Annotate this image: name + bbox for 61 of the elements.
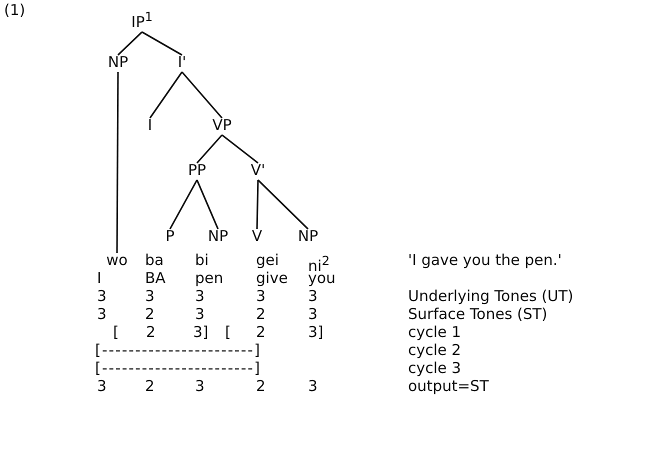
tree-node-label: NP <box>108 54 128 71</box>
tone-number: 3 <box>195 378 205 395</box>
row-label: cycle 2 <box>408 342 462 359</box>
tone-number: 2 <box>146 324 156 341</box>
bracketed-span: [-----------------------] <box>95 360 262 377</box>
tone-number: 2 <box>145 378 155 395</box>
tone-number: 3 <box>97 288 107 305</box>
tone-number: 3 <box>195 288 205 305</box>
tone-bracket: 3] <box>193 324 208 341</box>
tone-number: 2 <box>256 378 266 395</box>
tone-number: 3 <box>308 378 318 395</box>
word: bi <box>195 252 209 269</box>
tree-branch <box>117 31 143 56</box>
bracket: [ <box>225 324 231 341</box>
tree-branch <box>256 180 259 230</box>
tone-number: 3 <box>308 306 318 323</box>
tone-number: 3 <box>97 306 107 323</box>
word: ba <box>145 252 164 269</box>
row-label: Underlying Tones (UT) <box>408 288 574 305</box>
tree-branch <box>169 180 198 230</box>
translation: 'I gave you the pen.' <box>408 252 562 269</box>
gloss: pen <box>195 270 224 287</box>
bracketed-span: [-----------------------] <box>95 342 262 359</box>
tree-node-label: I' <box>178 54 186 71</box>
tone-number: 3 <box>308 288 318 305</box>
tree-branch <box>196 180 219 230</box>
tree-branch <box>196 134 223 164</box>
tree-node-label: V <box>252 228 262 245</box>
tone-number: 2 <box>256 324 266 341</box>
example-number: (1) <box>4 2 26 19</box>
tone-number: 2 <box>256 306 266 323</box>
row-label: cycle 3 <box>408 360 462 377</box>
row-label: cycle 1 <box>408 324 462 341</box>
tone-number: 2 <box>145 306 155 323</box>
tree-branch <box>149 72 183 118</box>
tree-node-label: IP$^{1}$ <box>131 8 153 31</box>
tone-number: 3 <box>195 306 205 323</box>
tree-node-label: NP <box>208 228 228 245</box>
tree-branch <box>116 72 119 253</box>
tree-branch <box>142 31 182 56</box>
tree-node-label: VP <box>212 117 232 134</box>
word: wo <box>106 252 128 269</box>
tone-bracket: 3] <box>308 324 324 341</box>
tree-branch <box>222 134 258 164</box>
tree-node-label: NP <box>298 228 318 245</box>
row-label: Surface Tones (ST) <box>408 306 548 323</box>
gloss: give <box>256 270 288 287</box>
tree-node-label: I <box>148 117 152 134</box>
tree-node-label: P <box>165 228 175 245</box>
tree-node-label: PP <box>188 162 206 179</box>
tone-number: 3 <box>97 378 107 395</box>
tone-number: 3 <box>256 288 266 305</box>
tone-number: 3 <box>145 288 155 305</box>
tree-node-label: V' <box>250 162 266 179</box>
tree-branch <box>257 179 309 230</box>
gloss: BA <box>145 270 166 287</box>
tree-branch <box>181 71 223 119</box>
bracket: [ <box>113 324 119 341</box>
row-label: output=ST <box>408 378 489 395</box>
gloss: I <box>97 270 102 287</box>
word: gei <box>256 252 279 269</box>
